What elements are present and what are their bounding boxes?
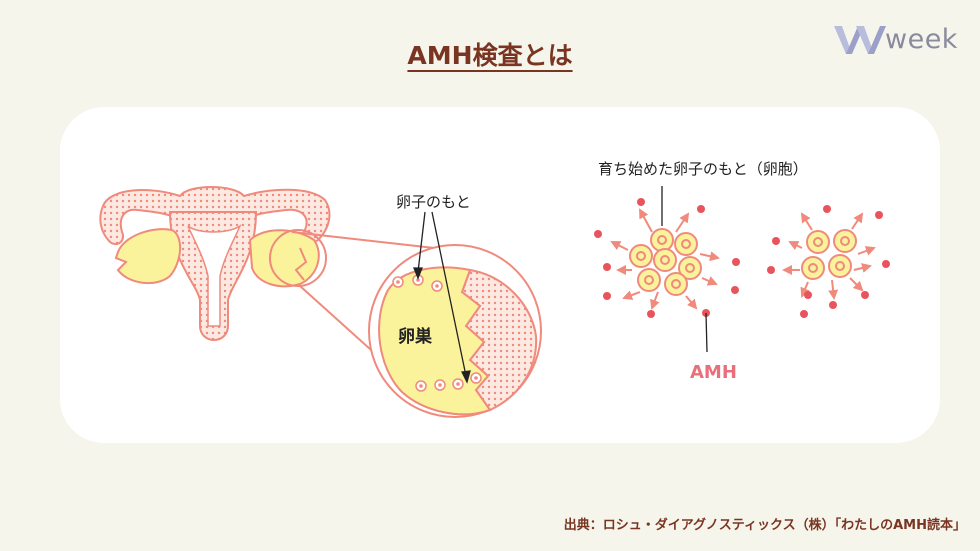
source-citation: 出典：ロシュ・ダイアグノスティックス（株）「わたしのAMH読本」 — [563, 518, 966, 533]
uterine-cavity — [187, 223, 242, 327]
magnified-ovary-body — [378, 266, 492, 416]
week-logo-icon — [834, 26, 886, 54]
page-title: AMH検査とは — [407, 41, 573, 70]
right-ovary — [248, 229, 320, 288]
follicle-cluster-right — [767, 205, 890, 318]
ovary-label: 卵巣 — [398, 327, 432, 347]
left-ovary — [114, 228, 181, 285]
egg-source-label: 卵子のもと — [396, 193, 471, 211]
zoom-origin-circle — [269, 229, 327, 287]
follicle-title-label: 育ち始めた卵子のもと（卵胞） — [598, 160, 808, 178]
follicle-cluster-left — [594, 186, 740, 353]
brand-logo-text: week — [885, 24, 958, 55]
amh-label: AMH — [690, 362, 737, 383]
